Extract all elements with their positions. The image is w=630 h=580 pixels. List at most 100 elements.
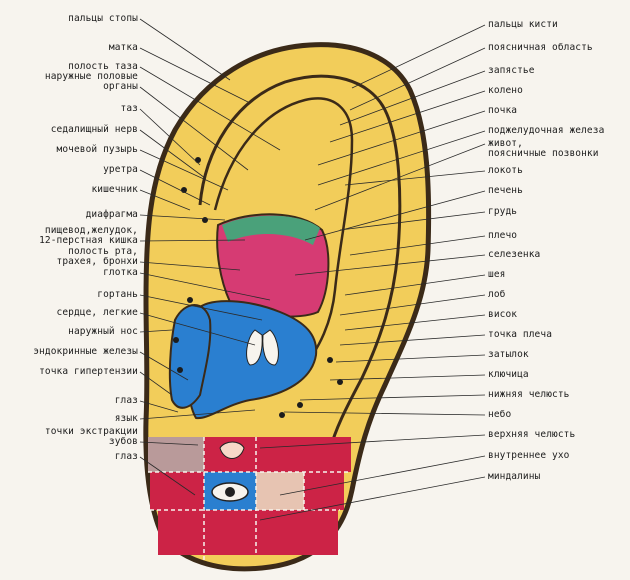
leader-line — [139, 351, 189, 381]
left-label: гортань — [97, 289, 138, 300]
leader-line — [139, 86, 249, 171]
leader-line — [139, 239, 246, 242]
left-label: седалищный нерв — [50, 124, 138, 135]
leader-line — [139, 261, 241, 271]
leader-line — [339, 334, 486, 346]
right-label: почка — [488, 105, 518, 116]
leader-line — [139, 329, 173, 333]
leader-line — [139, 409, 256, 420]
leader-line — [314, 143, 486, 211]
right-label: локоть — [488, 165, 523, 176]
leader-line — [139, 149, 229, 191]
leader-line — [139, 47, 249, 103]
concha-green-zone — [222, 215, 320, 245]
leader-line — [283, 411, 486, 416]
leader-line — [304, 190, 486, 241]
leader-line — [339, 294, 486, 316]
left-label: наружные половые органы — [44, 71, 138, 92]
left-label: эндокринные железы — [33, 346, 138, 357]
left-label: полость рта, трахея, бронхи — [56, 246, 138, 267]
leader-line — [317, 110, 486, 166]
right-label: запястье — [488, 65, 535, 76]
right-label: грудь — [488, 206, 518, 217]
left-label: сердце, легкие — [56, 307, 138, 318]
left-label: мочевой пузырь — [56, 144, 138, 155]
earlobe-grid — [148, 437, 351, 560]
left-label: точки экстракции зубов — [44, 426, 138, 447]
leader-line — [259, 434, 486, 449]
right-label: шея — [488, 269, 506, 280]
right-label: ключица — [488, 369, 529, 380]
leader-line — [139, 294, 263, 321]
helix-line — [198, 74, 402, 451]
leader-line — [349, 47, 486, 111]
leader-line — [139, 18, 231, 81]
leader-line — [139, 400, 179, 413]
leader-line — [139, 129, 206, 179]
leader-line — [139, 108, 201, 166]
right-label: селезенка — [488, 249, 541, 260]
left-label: таз — [120, 103, 138, 114]
acupoint-dots — [173, 157, 343, 418]
right-label: верхняя челюсть — [488, 429, 576, 440]
right-label: внутреннее ухо — [488, 450, 570, 461]
left-label: кишечник — [91, 184, 138, 195]
left-label: матка — [108, 42, 138, 53]
leader-line — [349, 235, 486, 256]
leader-line — [139, 66, 281, 151]
leader-line — [335, 354, 486, 363]
right-label: небо — [488, 409, 512, 420]
right-label: миндалины — [488, 471, 541, 482]
right-label: поясничная область — [488, 42, 593, 53]
leader-line — [139, 214, 226, 221]
left-label: глаз — [114, 451, 138, 462]
leader-line — [139, 441, 199, 446]
leader-line — [259, 476, 486, 521]
right-label: живот, поясничные позвонки — [488, 138, 599, 159]
right-label: лоб — [488, 289, 506, 300]
left-label: глаз — [114, 395, 138, 406]
left-label: пальцы стопы — [68, 13, 138, 24]
leader-line — [139, 272, 271, 301]
left-label: диафрагма — [85, 209, 138, 220]
right-label: висок — [488, 309, 518, 320]
left-label: глотка — [103, 267, 138, 278]
left-label: уретра — [103, 164, 138, 175]
lungs-icon — [246, 329, 279, 366]
leader-line — [139, 456, 196, 496]
mouth-icon — [219, 441, 245, 459]
leader-lines — [139, 18, 486, 521]
right-label: пальцы кисти — [488, 19, 558, 30]
leader-line — [139, 312, 256, 346]
leader-line — [329, 90, 486, 143]
leader-line — [139, 189, 191, 211]
leader-line — [339, 211, 486, 231]
leader-line — [339, 70, 486, 126]
leader-line — [344, 170, 486, 186]
tragus — [168, 304, 212, 409]
leader-line — [344, 314, 486, 331]
leader-line — [299, 394, 486, 401]
right-label: плечо — [488, 230, 518, 241]
leader-line — [351, 24, 486, 89]
leader-line — [317, 130, 486, 186]
left-label: язык — [114, 413, 138, 424]
antihelix-line — [213, 97, 354, 371]
left-label: полость таза — [68, 61, 138, 72]
leader-line — [139, 169, 211, 206]
right-label: точка плеча — [488, 329, 553, 340]
leader-line — [279, 455, 486, 496]
right-label: затылок — [488, 349, 529, 360]
eye-icon — [211, 482, 249, 502]
leader-line — [294, 254, 486, 276]
leader-line — [344, 274, 486, 296]
right-label: колено — [488, 85, 523, 96]
left-label: наружный нос — [68, 326, 138, 337]
right-label: поджелудочная железа — [488, 125, 605, 136]
right-label: печень — [488, 185, 523, 196]
right-label: нижняя челюсть — [488, 389, 570, 400]
left-label: точка гипертензии — [39, 366, 138, 377]
leader-line — [329, 374, 486, 381]
